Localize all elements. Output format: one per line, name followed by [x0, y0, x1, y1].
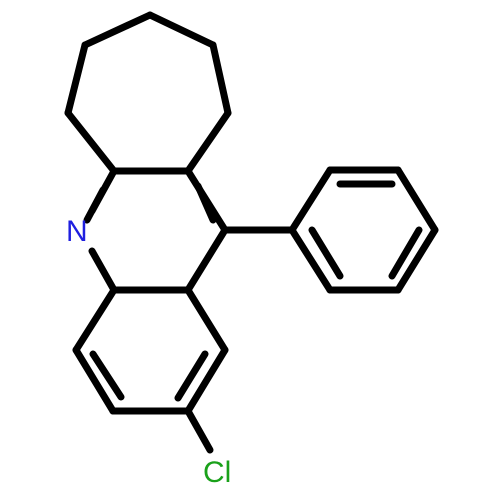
chlorine-atom-label: Cl	[203, 456, 231, 489]
nitrogen-atom-label: N	[66, 215, 88, 248]
bond	[394, 166, 439, 234]
bond	[388, 226, 423, 280]
bond	[81, 11, 154, 49]
bond	[64, 41, 89, 117]
bond	[89, 350, 125, 401]
bond	[146, 11, 217, 49]
bond	[88, 247, 118, 294]
bond	[174, 350, 209, 402]
bond	[288, 226, 334, 294]
bond	[308, 226, 344, 280]
bond	[184, 109, 232, 175]
bond	[184, 286, 229, 354]
bond	[288, 166, 334, 234]
bond	[72, 346, 117, 415]
bond-lines	[64, 11, 439, 454]
bond	[209, 41, 232, 117]
bond	[184, 346, 229, 415]
bond	[194, 182, 217, 224]
bond	[83, 186, 107, 224]
bond	[64, 109, 118, 175]
bond	[184, 407, 214, 454]
bond	[184, 226, 229, 294]
bond	[72, 286, 118, 354]
bond	[394, 226, 439, 294]
